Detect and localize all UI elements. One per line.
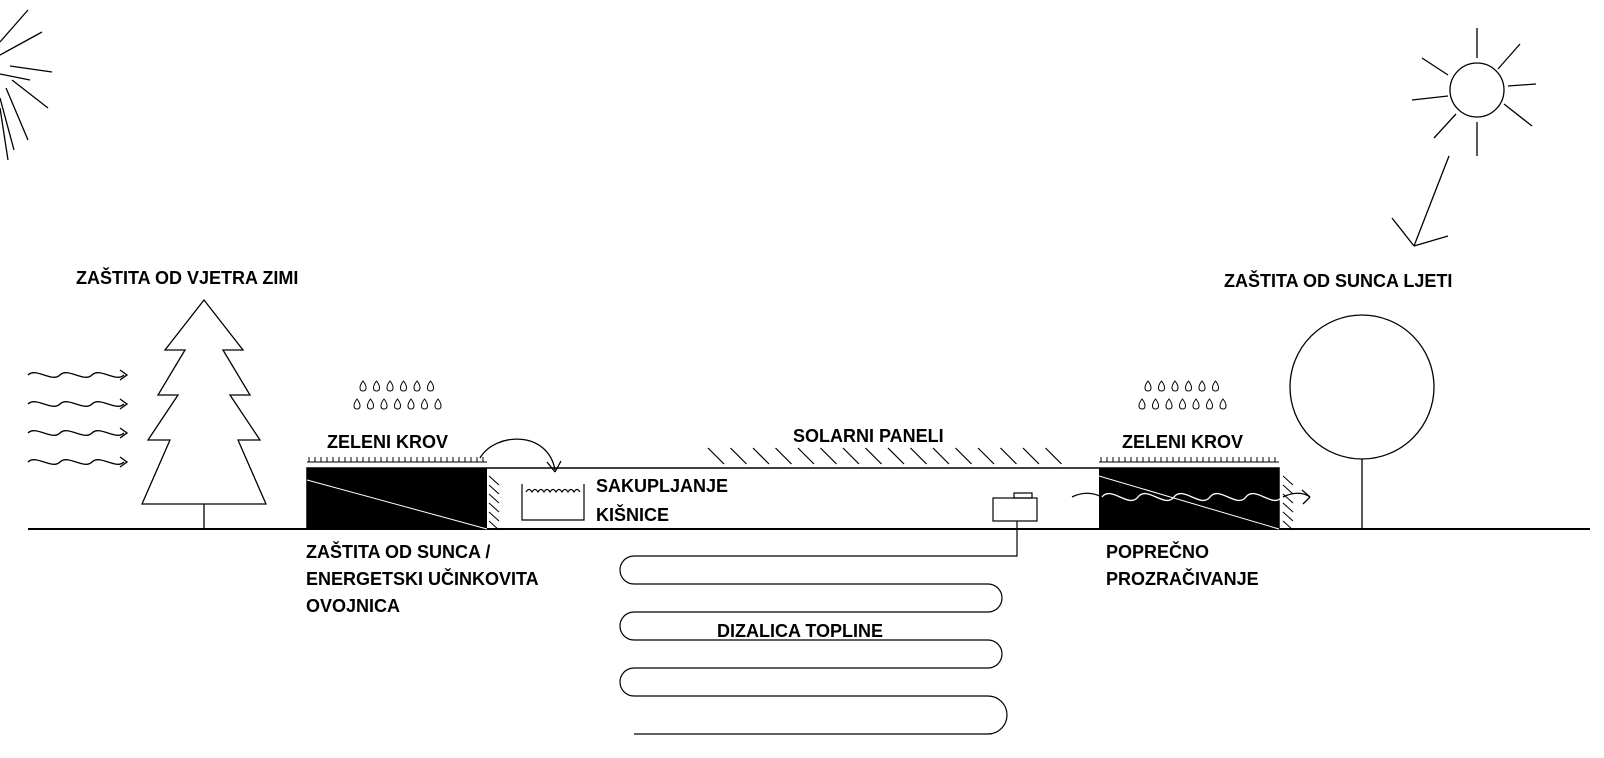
- envelope-block-left: [307, 468, 487, 529]
- rain-drop: [407, 398, 415, 410]
- heat-pump-unit-icon: [992, 492, 1038, 557]
- wind-wave-line: [27, 401, 125, 407]
- rain-drop: [1171, 380, 1179, 392]
- solar-panel: [932, 447, 950, 465]
- label-green-roof-right: ZELENI KROV: [1122, 432, 1244, 452]
- solar-panel: [797, 447, 815, 465]
- sunlight-arrow: [1391, 155, 1450, 247]
- wall-hatch-left: [488, 475, 500, 531]
- rain-drops-right-icon: [1138, 380, 1227, 410]
- wind-icon: [0, 9, 53, 161]
- wind-wave-line: [27, 430, 125, 436]
- solar-panel: [955, 447, 972, 465]
- rain-drop: [367, 398, 374, 410]
- solar-panel: [842, 447, 860, 465]
- solar-panel: [1045, 447, 1062, 465]
- label-sun-protection-summer: ZAŠTITA OD SUNCA LJETI: [1224, 271, 1453, 291]
- rain-drop: [386, 380, 394, 392]
- wind-waves: [27, 369, 129, 468]
- rain-drop: [421, 398, 428, 410]
- solar-panel: [820, 447, 837, 465]
- deciduous-tree-icon: [1289, 314, 1435, 529]
- solar-panel: [775, 447, 792, 465]
- wind-wave-line: [27, 372, 125, 378]
- rain-drop: [373, 380, 380, 392]
- rain-drop: [1198, 380, 1206, 392]
- rain-drop: [1212, 380, 1219, 392]
- wall-hatch-right: [1282, 475, 1294, 531]
- solar-panel: [977, 447, 995, 465]
- rain-drop: [380, 398, 388, 410]
- rain-drops-left-icon: [353, 380, 442, 410]
- rain-drop: [1165, 398, 1173, 410]
- label-envelope-line2: ENERGETSKI UČINKOVITA: [306, 569, 539, 589]
- conifer-tree-icon: [141, 298, 267, 529]
- rain-drop: [413, 380, 421, 392]
- solar-panels-icon: [707, 447, 1062, 465]
- solar-panel: [730, 447, 747, 465]
- label-wind-protection: ZAŠTITA OD VJETRA ZIMI: [76, 268, 299, 288]
- hatch-line: [488, 493, 500, 504]
- wind-wave-line: [27, 459, 125, 465]
- rain-drop: [400, 380, 407, 392]
- rain-drop: [1158, 380, 1165, 392]
- ground-heat-coil: [619, 555, 1008, 735]
- rain-drop: [1185, 380, 1192, 392]
- hatch-line: [1282, 475, 1294, 486]
- hatch-line: [488, 520, 500, 531]
- solar-panel: [707, 447, 725, 465]
- rain-drop: [359, 380, 367, 392]
- solar-panel: [1000, 447, 1017, 465]
- wind-wave-arrowhead: [119, 369, 129, 381]
- rain-drop: [1206, 398, 1213, 410]
- rain-drop: [394, 398, 401, 410]
- wind-wave-arrowhead: [119, 398, 129, 410]
- hatch-line: [488, 511, 500, 522]
- cross-ventilation-arrow: [1071, 489, 1311, 505]
- rainwater-tank-icon: [521, 484, 585, 521]
- wind-wave-arrowhead: [119, 456, 129, 468]
- rainwater-arrow: [479, 438, 562, 473]
- green-roof-right-grass: [1099, 457, 1279, 463]
- label-envelope-line3: OVOJNICA: [306, 596, 401, 616]
- rain-drop: [353, 398, 361, 410]
- label-green-roof-left: ZELENI KROV: [327, 432, 449, 452]
- label-ventilation-line2: PROZRAČIVANJE: [1106, 569, 1259, 589]
- rain-drop: [1219, 398, 1227, 410]
- green-roof-left-grass: [307, 457, 487, 463]
- rain-drop: [1192, 398, 1200, 410]
- sun-icon: [1411, 28, 1537, 156]
- hatch-line: [488, 484, 500, 495]
- hatch-line: [488, 502, 500, 513]
- wind-wave-arrowhead: [119, 427, 129, 439]
- solar-panel: [865, 447, 882, 465]
- label-ventilation-line1: POPREČNO: [1106, 542, 1210, 562]
- hatch-line: [1282, 502, 1294, 513]
- envelope-block-right: [1099, 468, 1279, 529]
- label-envelope-line1: ZAŠTITA OD SUNCA /: [306, 542, 491, 562]
- rain-drop: [1179, 398, 1186, 410]
- solar-panel: [1022, 447, 1040, 465]
- rain-drop: [1144, 380, 1152, 392]
- rain-drop: [1152, 398, 1159, 410]
- rain-drop: [427, 380, 434, 392]
- rain-drop: [434, 398, 442, 410]
- solar-panel: [752, 447, 770, 465]
- hatch-line: [1282, 484, 1294, 495]
- label-rainwater-line1: SAKUPLJANJE: [596, 476, 729, 496]
- hatch-line: [488, 475, 500, 486]
- hatch-line: [1282, 511, 1294, 522]
- solar-panel: [910, 447, 927, 465]
- label-heat-pump: DIZALICA TOPLINE: [717, 621, 883, 641]
- rain-drop: [1138, 398, 1146, 410]
- label-rainwater-line2: KIŠNICE: [596, 505, 670, 525]
- envelope-block-right-diagonal: [1098, 475, 1280, 530]
- hatch-line: [1282, 520, 1294, 531]
- label-solar-panels: SOLARNI PANELI: [793, 426, 944, 446]
- envelope-block-left-diagonal: [306, 479, 488, 530]
- solar-panel: [887, 447, 905, 465]
